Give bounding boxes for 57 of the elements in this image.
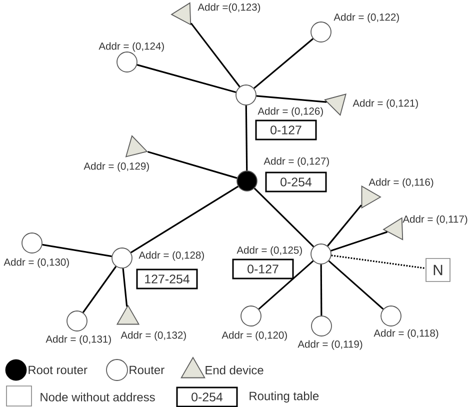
link-line — [253, 38, 314, 89]
link-line — [190, 22, 240, 88]
address-label: Addr = (0,126) — [258, 107, 323, 117]
address-label: Addr = (0,124) — [98, 42, 164, 52]
link-line — [136, 64, 236, 93]
router-circle — [240, 306, 262, 326]
address-label: Addr = (0,119) — [298, 340, 362, 350]
address-label: Addr = (0,120) — [222, 331, 287, 341]
router-circle — [380, 306, 402, 326]
router-circle — [310, 244, 332, 264]
end-device-triangle — [324, 94, 346, 116]
legend-label: End device — [206, 366, 264, 374]
legend-label: Node without address — [40, 392, 155, 402]
legend-label: Router — [130, 366, 164, 374]
link-line — [256, 95, 327, 103]
address-label: Addr = (0,130) — [4, 258, 69, 268]
router-circle — [116, 52, 138, 72]
address-label: Addr = (0,121) — [352, 99, 418, 109]
link-line — [327, 204, 362, 246]
router-circle — [311, 316, 332, 336]
link-line — [328, 260, 384, 310]
link-line — [42, 244, 112, 258]
link-line — [130, 186, 239, 254]
routing-table-box: 0-254 — [176, 386, 238, 407]
node-box: N — [426, 258, 450, 282]
address-label: Addr = (0,118) — [374, 329, 438, 339]
address-label: Addr = (0,128) — [138, 251, 204, 261]
link-line — [331, 254, 426, 270]
link-line — [122, 268, 128, 307]
address-label: Addr = (0,117) — [402, 215, 468, 225]
router-circle — [22, 232, 42, 254]
router-circle — [310, 22, 332, 42]
link-line — [254, 188, 314, 248]
address-label: Addr = (0,127) — [264, 157, 329, 167]
address-label: Addr = (0,129) — [84, 162, 149, 172]
routing-table-box: 0-127 — [255, 120, 317, 140]
address-label: Addr = (0,122) — [334, 13, 399, 23]
link-line — [258, 260, 314, 310]
legend-label: Routing table — [250, 391, 319, 403]
link-line — [320, 264, 322, 316]
legend-label: Root router — [28, 366, 88, 374]
router-circle — [236, 84, 256, 106]
link-line — [245, 105, 248, 171]
address-label: Addr = (0,132) — [120, 331, 186, 341]
link-line — [82, 266, 117, 313]
link-line — [330, 231, 388, 252]
router-circle — [112, 248, 132, 268]
link-line — [147, 150, 238, 179]
routing-table-box: 0-254 — [265, 172, 327, 192]
address-label: Addr =(0,123) — [198, 3, 260, 13]
routing-table-box: 127-254 — [136, 268, 198, 290]
router-circle — [66, 310, 88, 332]
routing-table-box: 0-127 — [232, 258, 294, 280]
address-label: Addr = (0,125) — [236, 246, 302, 256]
address-label: Addr = (0,131) — [46, 335, 111, 345]
root-router-circle — [236, 170, 258, 192]
address-label: Addr = (0,116) — [368, 178, 434, 188]
